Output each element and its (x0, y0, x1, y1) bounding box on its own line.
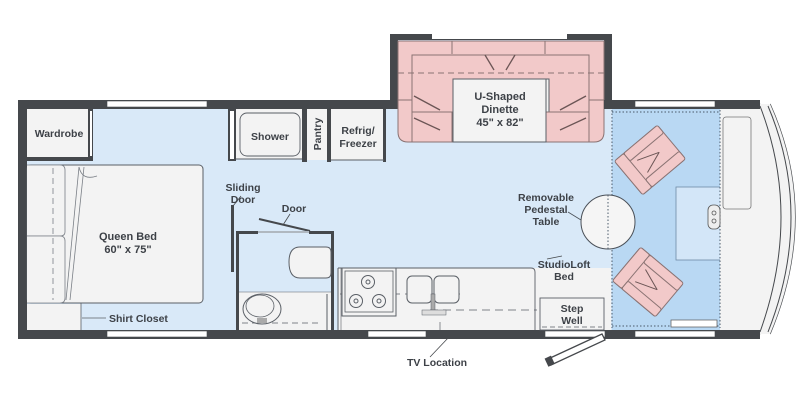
stove-icon (341, 267, 397, 317)
label-table-3: Table (533, 216, 560, 228)
label-shower: Shower (251, 131, 289, 143)
label-sliding-door-1: Sliding (226, 182, 261, 194)
dinette (390, 34, 612, 143)
label-queen-bed-size: 60" x 75" (104, 244, 151, 256)
shirt-closet (27, 303, 106, 330)
bathroom-door (258, 213, 311, 232)
label-studioloft-2: Bed (554, 271, 574, 283)
label-pantry: Pantry (312, 118, 324, 151)
refrigerator (331, 109, 386, 162)
label-dinette-size: 45" x 82" (476, 117, 523, 129)
label-sliding-door-2: Door (231, 194, 256, 206)
windows (106, 100, 716, 338)
label-step-well-1: Step (561, 303, 584, 315)
label-step-well-2: Well (561, 315, 582, 327)
label-wardrobe: Wardrobe (35, 128, 84, 140)
label-door: Door (282, 203, 307, 215)
label-queen-bed: Queen Bed (99, 231, 157, 243)
kitchen-sink-icon (406, 275, 460, 330)
step-well (539, 297, 605, 331)
label-dinette-2: Dinette (481, 104, 518, 116)
pedestal-table (567, 194, 636, 250)
cab-seat-top-icon (614, 125, 686, 195)
shower (228, 109, 302, 161)
wardrobe (27, 109, 93, 161)
pantry (302, 109, 331, 162)
label-dinette-1: U-Shaped (474, 91, 525, 103)
label-tv-location: TV Location (407, 357, 467, 369)
cab-seat-bottom-icon (612, 247, 684, 317)
label-table-1: Removable (518, 192, 574, 204)
label-studioloft-1: StudioLoft (538, 259, 591, 271)
label-shirt-closet: Shirt Closet (109, 313, 168, 325)
entry-door (544, 333, 606, 367)
sliding-door (231, 195, 242, 272)
queen-bed (26, 164, 204, 304)
label-table-2: Pedestal (524, 204, 567, 216)
cab-area (611, 103, 796, 335)
label-refrig-2: Freezer (339, 138, 376, 150)
toilet-icon (288, 246, 332, 279)
label-refrig-1: Refrig/ (341, 125, 374, 137)
dash-control-icon (707, 204, 721, 230)
leader-lines (429, 255, 563, 358)
sink-bathroom-icon (242, 293, 282, 325)
